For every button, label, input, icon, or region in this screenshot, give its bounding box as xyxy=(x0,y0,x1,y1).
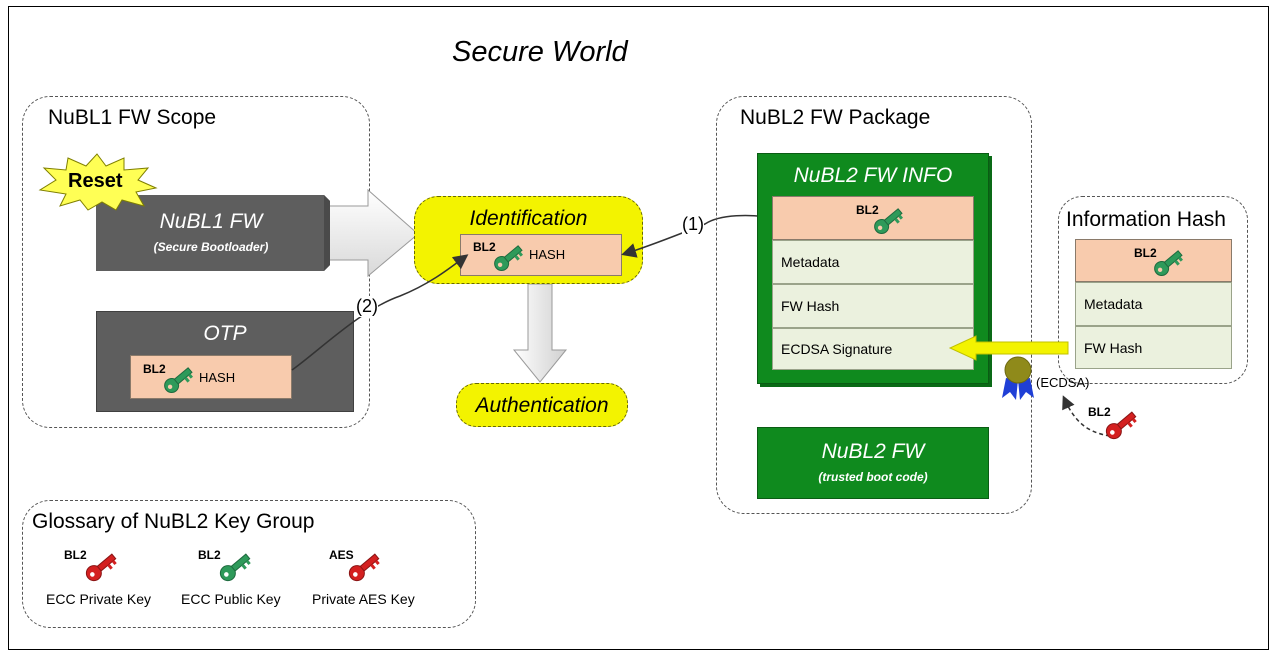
ecc-private-key-icon xyxy=(1105,411,1137,440)
nubl2-fw-block xyxy=(757,427,989,499)
ecc-public-key-icon xyxy=(494,245,523,271)
info-hash-label: Information Hash xyxy=(1066,208,1226,231)
ecc-private-key-icon xyxy=(85,553,117,582)
ecdsa-seal-icon xyxy=(1002,356,1034,400)
nubl2-fw-subtitle: (trusted boot code) xyxy=(818,470,928,484)
reset-label: Reset xyxy=(68,170,123,192)
arrow-label-two: (2) xyxy=(356,296,378,317)
ecc-public-key-icon xyxy=(874,208,903,234)
signing-key-arrow xyxy=(1062,395,1111,437)
auth-flow-arrow xyxy=(512,284,568,383)
identification-key-label: BL2 xyxy=(473,240,496,254)
identification-title: Identification xyxy=(469,207,588,230)
diagram-frame xyxy=(8,6,1269,650)
info-hash-box xyxy=(1058,196,1248,384)
info-hash-key-label: BL2 xyxy=(1134,246,1157,260)
private-aes-key-icon xyxy=(348,553,380,582)
nubl1-fw-subtitle: (Secure Bootloader) xyxy=(153,240,269,254)
nubl1-fw-title: NuBL1 FW xyxy=(159,210,263,233)
nubl2-info-key-label: BL2 xyxy=(856,203,879,217)
nubl2-info-row-metadata: Metadata xyxy=(772,240,974,284)
ecdsa-label: (ECDSA) xyxy=(1036,375,1090,390)
ecc-public-key-icon xyxy=(1154,250,1183,276)
nubl1-scope-label: NuBL1 FW Scope xyxy=(48,106,217,129)
nubl2-package-box xyxy=(716,96,1032,514)
nubl2-info-title: NuBL2 FW INFO xyxy=(793,164,953,187)
nubl2-fw-title: NuBL2 FW xyxy=(821,440,925,463)
nubl2-package-label: NuBL2 FW Package xyxy=(740,106,931,129)
glossary-key-label: BL2 xyxy=(198,548,221,562)
glossary-caption: ECC Public Key xyxy=(181,591,281,607)
signing-arrow xyxy=(948,335,1069,361)
otp-hash-cell xyxy=(130,355,292,399)
nubl2-info-row-ecdsa-signature: ECDSA Signature xyxy=(772,328,974,370)
otp-hash-label: HASH xyxy=(199,370,236,385)
nubl1-fw-block xyxy=(96,195,330,271)
glossary-title: Glossary of NuBL2 Key Group xyxy=(32,510,315,533)
glossary-key-label: AES xyxy=(329,548,354,562)
nubl2-info-row-fw-hash: FW Hash xyxy=(772,284,974,328)
arrow-label-one: (1) xyxy=(682,214,704,235)
reset-burst xyxy=(38,153,158,211)
authentication-label: Authentication xyxy=(475,394,609,417)
otp-key-label: BL2 xyxy=(143,362,166,376)
info-hash-key-cell xyxy=(1075,239,1232,282)
glossary-box xyxy=(22,500,476,628)
nubl2-info-key-cell xyxy=(772,196,974,240)
glossary-caption: ECC Private Key xyxy=(46,591,152,607)
info-hash-row-metadata: Metadata xyxy=(1075,282,1232,326)
ecdsa-key-label: BL2 xyxy=(1088,405,1111,419)
ecc-public-key-icon xyxy=(164,367,193,393)
diagram-title: Secure World xyxy=(452,36,628,68)
identification-hash-label: HASH xyxy=(529,247,566,262)
info-hash-row-fw-hash: FW Hash xyxy=(1075,326,1232,369)
otp-title: OTP xyxy=(203,322,247,345)
glossary-key-label: BL2 xyxy=(64,548,87,562)
glossary-caption: Private AES Key xyxy=(312,591,415,607)
ecc-public-key-icon xyxy=(219,553,251,582)
connector-lines xyxy=(291,214,777,371)
authentication-block xyxy=(456,383,628,427)
